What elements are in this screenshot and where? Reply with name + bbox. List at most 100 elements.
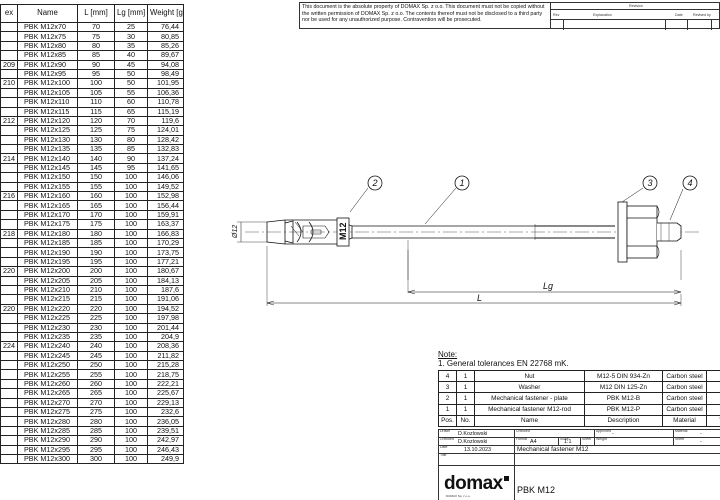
anchor-drawing: 2 1 3 4 Ø12 M12 Lg L <box>232 175 700 306</box>
variant-name: PBK M12x140 <box>17 153 78 164</box>
variant-lg: 100 <box>114 284 148 296</box>
dim-l-label: L <box>477 293 482 303</box>
variant-weight: 229,13 <box>147 397 184 409</box>
variant-lg: 100 <box>114 425 148 437</box>
variant-ex <box>0 40 18 52</box>
variant-lg: 100 <box>114 313 148 324</box>
variant-ex <box>0 106 18 117</box>
variant-ex <box>0 444 18 455</box>
variant-name: PBK M12x230 <box>17 322 78 333</box>
variant-ex <box>0 144 18 155</box>
variant-name: PBK M12x130 <box>17 134 78 146</box>
variant-weight: 124,01 <box>147 125 184 136</box>
variant-l: 165 <box>77 200 115 211</box>
checked-by: D.Kozlowski <box>458 439 488 445</box>
variant-l: 110 <box>77 97 115 108</box>
variant-lg: 100 <box>114 256 148 268</box>
variant-lg: 100 <box>114 266 148 277</box>
balloon-4-circle <box>682 175 698 191</box>
variant-name: PBK M12x100 <box>17 78 78 89</box>
variant-weight: 180,67 <box>147 266 184 277</box>
variant-name: PBK M12x150 <box>17 172 78 183</box>
variant-ex <box>0 134 18 146</box>
variant-l: 260 <box>77 378 115 390</box>
part-w: W <box>706 414 720 427</box>
copyright-text: This document is the absolute property o… <box>302 4 545 24</box>
variant-name: PBK M12x185 <box>17 237 78 249</box>
part-description: M12-5 DIN 934-Zn <box>584 369 663 383</box>
revision-col-explanation: Explanation <box>593 13 612 17</box>
variant-lg: 100 <box>114 341 148 352</box>
variant-ex: 212 <box>0 115 18 127</box>
variant-weight: 76,44 <box>147 21 184 33</box>
copyright-notice: This document is the absolute property o… <box>299 2 551 29</box>
part-w: S <box>706 392 720 405</box>
variant-lg: 100 <box>114 209 148 221</box>
variant-lg: 100 <box>114 444 148 455</box>
variant-l: 100 <box>77 78 115 89</box>
variant-l: 205 <box>77 275 115 286</box>
variant-lg: 100 <box>114 416 148 427</box>
variant-name: PBK M12x80 <box>17 40 78 52</box>
variant-ex <box>0 284 18 296</box>
variant-ex <box>0 21 18 33</box>
variant-l: 105 <box>77 87 115 99</box>
variant-l: 80 <box>77 40 115 52</box>
part-name: Nut <box>474 369 585 383</box>
variant-weight: 119,6 <box>147 115 184 127</box>
variant-ex: 218 <box>0 228 18 240</box>
variant-lg: 100 <box>114 350 148 362</box>
variant-ex <box>0 360 18 371</box>
revision-header: Revision <box>629 4 643 8</box>
variant-weight: 132,83 <box>147 144 184 155</box>
variant-l: 195 <box>77 256 115 268</box>
variant-ex <box>0 425 18 437</box>
variant-name: PBK M12x250 <box>17 360 78 371</box>
variant-name: PBK M12x155 <box>17 181 78 193</box>
variant-l: 240 <box>77 341 115 352</box>
variant-weight: 149,52 <box>147 181 184 193</box>
part-pos: 4 <box>438 369 457 383</box>
variant-l: 220 <box>77 303 115 315</box>
variant-ex <box>0 331 18 343</box>
variant-lg: 100 <box>114 378 148 390</box>
scale: 1:1 <box>564 439 572 445</box>
variant-name: PBK M12x295 <box>17 444 78 455</box>
variant-weight: 146,06 <box>147 172 184 183</box>
variant-lg: 50 <box>114 68 148 80</box>
variant-name: PBK M12x240 <box>17 341 78 352</box>
format: A4 <box>530 439 537 445</box>
drawn-by: D.Kozlowski <box>458 431 488 437</box>
variant-weight: 94,08 <box>147 59 184 70</box>
variant-name: PBK M12x160 <box>17 191 78 202</box>
variant-name: PBK M12x280 <box>17 416 78 427</box>
variant-lg: 100 <box>114 322 148 333</box>
variant-name: PBK M12x110 <box>17 97 78 108</box>
variant-name: PBK M12x215 <box>17 294 78 305</box>
variant-l: 270 <box>77 397 115 409</box>
variant-lg: 100 <box>114 303 148 315</box>
balloon-2: 2 <box>371 178 377 188</box>
variant-ex <box>0 87 18 99</box>
variant-l: 120 <box>77 115 115 127</box>
variant-lg: 50 <box>114 78 148 89</box>
title-block: Drawn Checked Date Title Checked Format … <box>438 429 720 500</box>
variant-lg: 100 <box>114 228 148 240</box>
variant-weight: 246,43 <box>147 444 184 455</box>
variant-ex <box>0 294 18 305</box>
variant-ex <box>0 50 18 61</box>
variant-weight: 201,44 <box>147 322 184 333</box>
part-no: 1 <box>456 392 475 405</box>
variant-ex <box>0 406 18 418</box>
material-value: - <box>700 431 702 437</box>
variant-l: 280 <box>77 416 115 427</box>
variant-weight: 106,36 <box>147 87 184 99</box>
